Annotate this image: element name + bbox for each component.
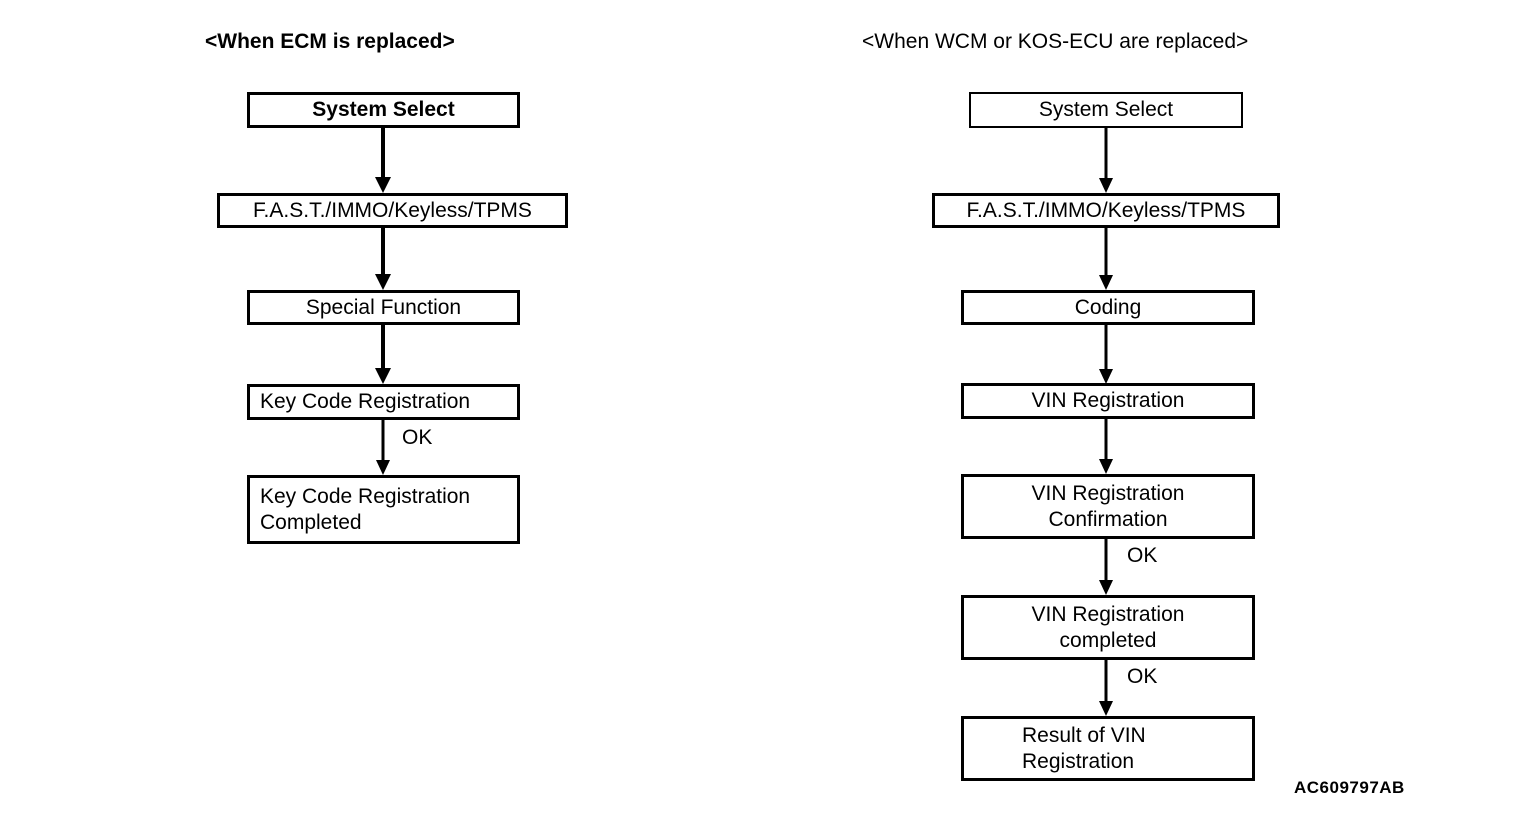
arrow-down — [367, 420, 399, 475]
node-key-code-registration-completed[interactable]: Key Code Registration Completed — [247, 475, 520, 544]
node-vin-registration-completed[interactable]: VIN Registration completed — [961, 595, 1255, 660]
node-label: Special Function — [305, 295, 462, 319]
node-label: VIN Registration — [1031, 389, 1185, 412]
node-system-select-ecm[interactable]: System Select — [247, 92, 520, 128]
figure-reference-code: AC609797AB — [1294, 778, 1405, 797]
node-label: F.A.S.T./IMMO/Keyless/TPMS — [253, 198, 532, 222]
node-fast-immo-keyless-tpms-ecm[interactable]: F.A.S.T./IMMO/Keyless/TPMS — [217, 193, 568, 228]
arrow-down — [367, 325, 399, 384]
node-fast-immo-keyless-tpms-wcm[interactable]: F.A.S.T./IMMO/Keyless/TPMS — [932, 193, 1280, 228]
arrow-down — [1091, 128, 1121, 193]
arrow-down — [1091, 660, 1121, 716]
node-label: Coding — [1074, 295, 1142, 319]
node-result-of-vin-registration[interactable]: Result of VIN Registration — [961, 716, 1255, 781]
edge-label-ok: OK — [402, 426, 433, 449]
arrow-down — [1091, 419, 1121, 474]
arrow-down — [1091, 325, 1121, 384]
arrow-down — [367, 128, 399, 193]
node-system-select-wcm[interactable]: System Select — [969, 92, 1243, 128]
node-label: F.A.S.T./IMMO/Keyless/TPMS — [966, 198, 1246, 222]
arrow-down — [1091, 228, 1121, 290]
node-special-function[interactable]: Special Function — [247, 290, 520, 325]
node-label: System Select — [312, 98, 455, 121]
node-vin-registration[interactable]: VIN Registration — [961, 383, 1255, 419]
node-label: System Select — [1038, 98, 1174, 121]
edge-label-ok: OK — [1127, 544, 1158, 567]
column-title-wcm-kos-ecu: <When WCM or KOS-ECU are replaced> — [862, 30, 1249, 53]
node-label: VIN Registration completed — [1031, 602, 1185, 652]
node-vin-registration-confirmation[interactable]: VIN Registration Confirmation — [961, 474, 1255, 539]
node-key-code-registration[interactable]: Key Code Registration — [247, 384, 520, 420]
node-label: Key Code Registration — [260, 390, 471, 413]
node-label: Result of VIN Registration — [1022, 723, 1146, 773]
edge-label-ok: OK — [1127, 665, 1158, 688]
node-coding[interactable]: Coding — [961, 290, 1255, 325]
arrow-down — [1091, 539, 1121, 595]
node-label: VIN Registration Confirmation — [1031, 481, 1185, 531]
arrow-down — [367, 228, 399, 290]
node-label: Key Code Registration Completed — [260, 484, 471, 534]
column-title-ecm: <When ECM is replaced> — [205, 30, 455, 53]
